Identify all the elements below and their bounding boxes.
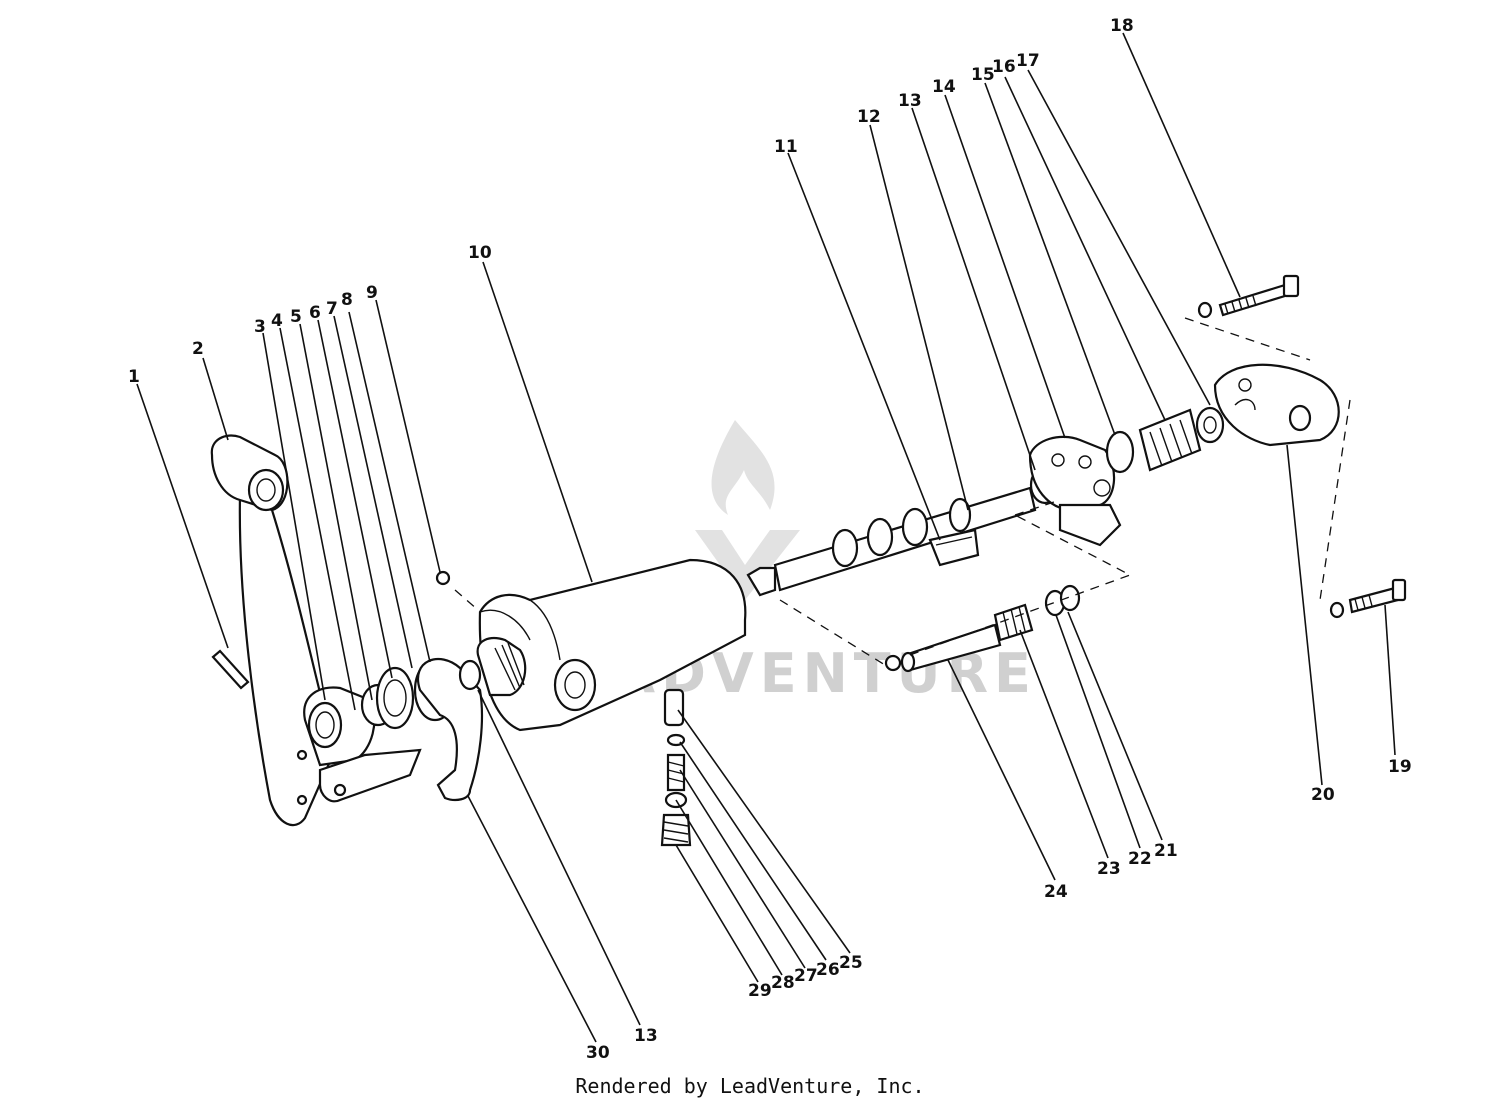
part-15-17-spring-and-washers [1105, 406, 1225, 474]
label-30: 30 [586, 1043, 610, 1063]
part-13-o-ring [458, 659, 482, 691]
label-7: 7 [326, 299, 338, 319]
part-1-pin [211, 649, 250, 690]
part-12-clip [928, 528, 980, 567]
label-13: 13 [898, 91, 922, 111]
label-6: 6 [309, 303, 321, 323]
label-17: 17 [1016, 51, 1040, 71]
assembly-lines [454, 317, 1351, 666]
label-2: 2 [192, 339, 204, 359]
footer-credit: Rendered by LeadVenture, Inc. [575, 1074, 925, 1098]
label-18: 18 [1110, 16, 1134, 36]
label-14: 14 [932, 77, 956, 97]
label-1: 1 [128, 367, 140, 387]
label-12: 12 [857, 107, 881, 127]
label-13-lower: 13 [634, 1026, 658, 1046]
label-22: 22 [1128, 849, 1152, 869]
label-28: 28 [771, 973, 795, 993]
label-27: 27 [794, 966, 818, 986]
label-4: 4 [271, 311, 283, 331]
label-24: 24 [1044, 882, 1068, 902]
part-13-14-plate [1028, 435, 1122, 547]
label-21: 21 [1154, 841, 1178, 861]
label-23: 23 [1097, 859, 1121, 879]
leader-lines [136, 32, 1396, 1043]
part-25-29-bleeder-stack [660, 688, 692, 847]
label-8: 8 [341, 290, 353, 310]
label-25: 25 [839, 953, 863, 973]
part-2-lever-handle [210, 434, 337, 827]
part-18-bolt [1197, 274, 1300, 319]
part-30-bracket [417, 658, 484, 801]
label-9: 9 [366, 283, 378, 303]
part-10-valve-body [476, 558, 747, 732]
label-10: 10 [468, 243, 492, 263]
part-9-set-screw [435, 570, 451, 586]
label-29: 29 [748, 981, 772, 1001]
label-20: 20 [1311, 785, 1335, 805]
label-26: 26 [816, 960, 840, 980]
part-11-spool-shaft [746, 486, 1037, 597]
part-20-end-cap [1213, 363, 1340, 447]
label-15: 15 [971, 65, 995, 85]
label-3: 3 [254, 317, 266, 337]
label-16: 16 [992, 57, 1016, 77]
label-5: 5 [290, 307, 302, 327]
label-19: 19 [1388, 757, 1412, 777]
part-number-labels: 1 2 3 4 5 6 7 8 9 10 11 12 13 14 15 16 1… [128, 16, 1412, 1063]
part-19-bolt [1329, 578, 1407, 619]
label-11: 11 [774, 137, 798, 157]
